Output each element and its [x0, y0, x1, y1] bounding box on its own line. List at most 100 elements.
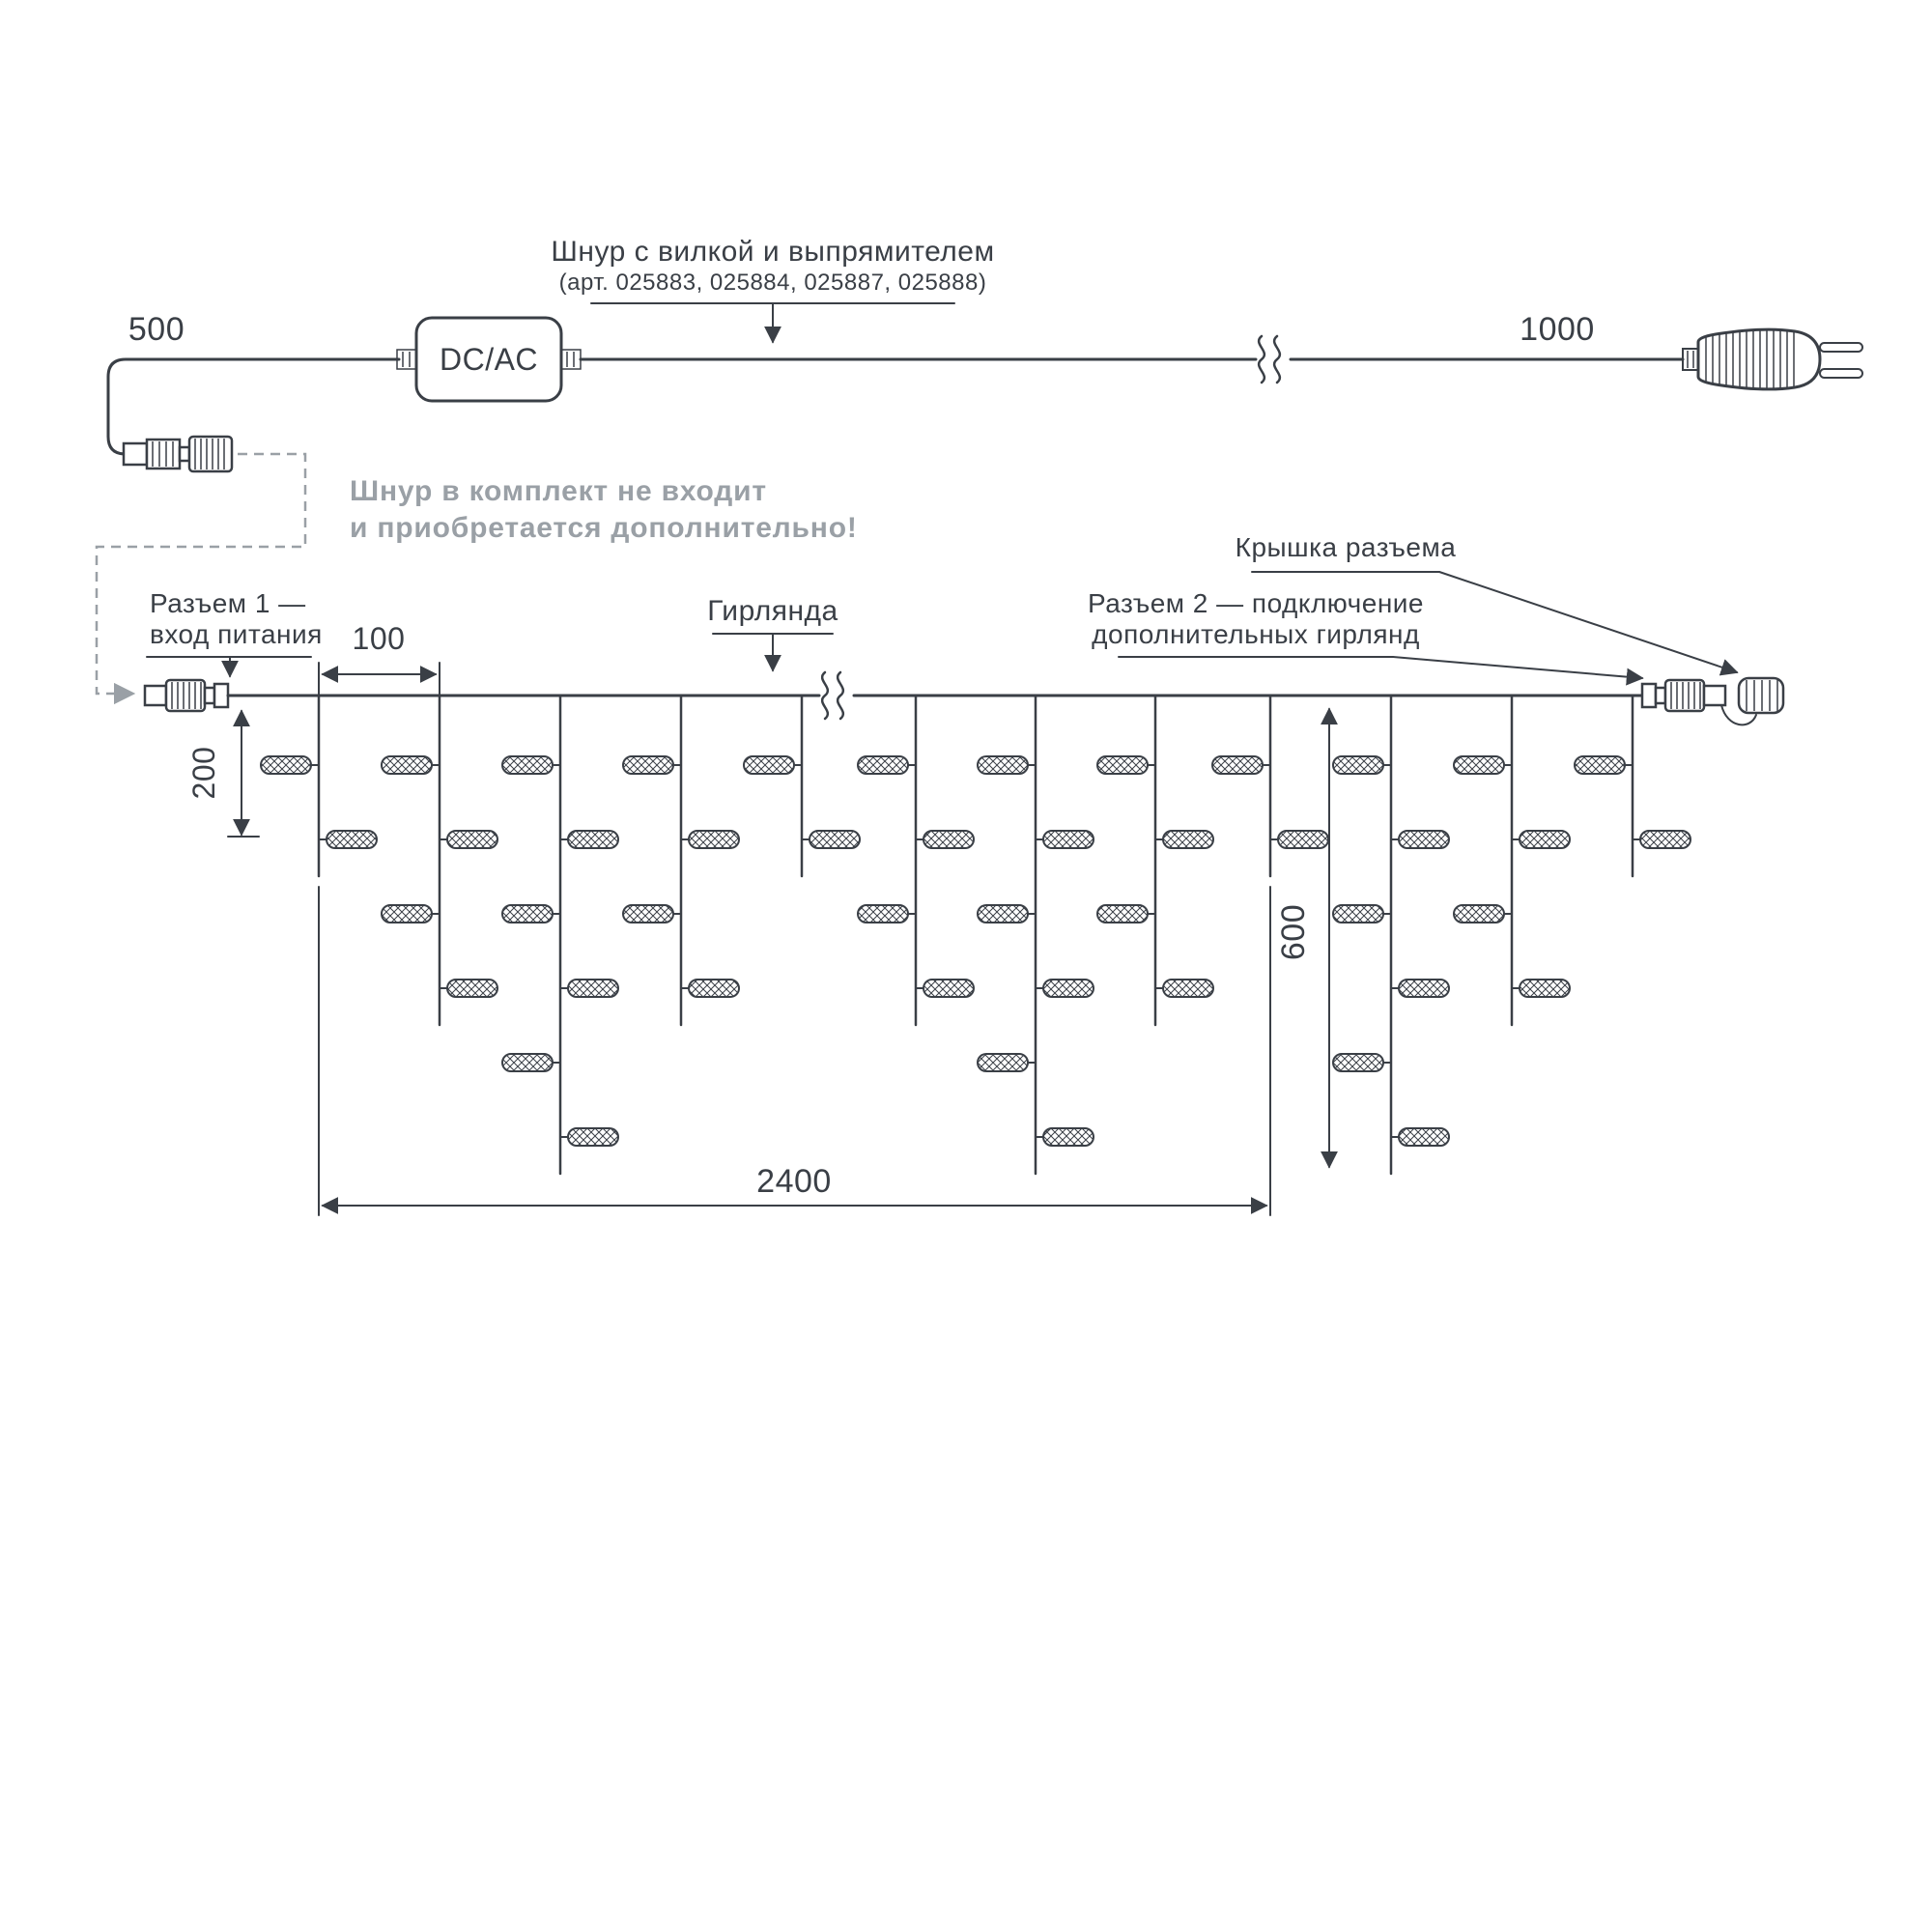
connector1-callout: Разъем 1 — вход питания: [146, 588, 322, 678]
connector-segment: [1702, 684, 1727, 707]
led-bulb: [1277, 830, 1329, 849]
led-bulb: [446, 830, 498, 849]
led-bulb: [622, 755, 674, 775]
connector-segment: [213, 682, 230, 709]
dimension-2400: 2400: [318, 886, 1271, 1216]
led-bulb: [809, 830, 861, 849]
led-bulb: [977, 1053, 1029, 1072]
connector-neck: [203, 686, 216, 705]
dimension-200: 200: [186, 709, 260, 838]
note-line1: Шнур в комплект не входит: [350, 475, 767, 507]
led-bulb: [857, 904, 909, 923]
led-bulb: [260, 755, 312, 775]
power-cord-left-wire: [106, 357, 401, 456]
led-bulb: [1574, 755, 1626, 775]
dimension-500-label: 500: [128, 311, 185, 348]
led-bulb: [567, 1127, 619, 1147]
led-bulb: [857, 755, 909, 775]
led-bulb: [381, 755, 433, 775]
connector2-label-line1: Разъем 2 — подключение: [1088, 588, 1424, 618]
cap-strap: [1720, 704, 1757, 726]
plug-body-hatch: [1705, 329, 1795, 389]
note-line2: и приобретается дополнительно!: [350, 512, 858, 544]
led-bulb: [1162, 830, 1214, 849]
cap-ribs: [1746, 680, 1778, 711]
led-bulb: [1398, 1127, 1450, 1147]
led-bulb: [381, 904, 433, 923]
converter-right-nub: [560, 349, 582, 370]
led-bulb: [1042, 830, 1094, 849]
connector2-arrow: [1392, 656, 1644, 686]
led-bulb: [1042, 1127, 1094, 1147]
dcac-converter: DC/AC: [396, 316, 582, 403]
cord-break-mark: [1272, 334, 1282, 384]
converter-left-nub-ribs: [402, 352, 411, 367]
cord-callout: Шнур с вилкой и выпрямителем (арт. 02588…: [551, 236, 994, 344]
led-bulb: [977, 904, 1029, 923]
garland-label: Гирлянда: [707, 595, 838, 627]
led-bulb: [1453, 904, 1505, 923]
led-bulb: [688, 979, 740, 998]
power-cord-section: 500 DC/AC 1000 Ш: [95, 236, 1863, 705]
dimension-100-label: 100: [353, 621, 406, 656]
plug-body: [1696, 327, 1822, 391]
led-bulb: [688, 830, 740, 849]
dimension-2400-label: 2400: [756, 1163, 832, 1200]
connector-knurl-ribs: [1670, 682, 1701, 709]
led-bulb: [501, 1053, 554, 1072]
plug-prong-bottom: [1819, 368, 1863, 379]
led-bulb: [1398, 979, 1450, 998]
led-bulb: [923, 979, 975, 998]
led-bulb: [501, 904, 554, 923]
connector-neck: [178, 445, 191, 463]
cap-label: Крышка разъема: [1236, 532, 1457, 562]
cap-arrow: [1438, 571, 1739, 676]
led-bulb: [1211, 755, 1264, 775]
connector-knurled-nut: [187, 435, 234, 473]
garland-connector-1: [143, 678, 230, 713]
led-bulb: [326, 830, 378, 849]
garland-callout: Гирлянда: [707, 595, 838, 672]
dimension-1000-label: 1000: [1520, 311, 1595, 348]
led-bulb: [1332, 755, 1384, 775]
dimension-600-label: 600: [1275, 904, 1312, 960]
connector-segment: [122, 441, 149, 467]
dimension-600: 600: [1275, 707, 1338, 1169]
led-bulb: [1398, 830, 1450, 849]
cap-callout: Крышка разъема: [1236, 532, 1739, 676]
connector-segment: [145, 438, 182, 470]
led-bulb: [446, 979, 498, 998]
garland-break-mark: [836, 670, 845, 721]
led-bulb: [1519, 979, 1571, 998]
connector-knurl-ribs: [171, 682, 202, 709]
converter-label: DC/AC: [440, 342, 538, 377]
cord-label-line1: Шнур с вилкой и выпрямителем: [551, 236, 994, 268]
led-bulb: [1162, 979, 1214, 998]
power-plug: [1682, 327, 1863, 391]
plug-stub: [1682, 348, 1699, 371]
led-bulb: [1096, 904, 1149, 923]
plug-prong-top: [1819, 342, 1863, 353]
connector-ribs: [152, 441, 174, 467]
led-bulb: [1096, 755, 1149, 775]
garland-section: Разъем 1 — вход питания Гирлянда Разъем …: [143, 532, 1785, 1216]
cord-socket-connector: [122, 435, 234, 473]
led-bulb: [743, 755, 795, 775]
led-bulb: [1453, 755, 1505, 775]
led-bulb: [1519, 830, 1571, 849]
led-bulb: [1332, 904, 1384, 923]
garland-break-mark: [820, 670, 830, 721]
connector2-callout: Разъем 2 — подключение дополнительных ги…: [1088, 588, 1644, 686]
connector2-label-line2: дополнительных гирлянд: [1092, 619, 1420, 649]
plug-stub-ribs: [1687, 351, 1694, 368]
connector-segment: [1640, 682, 1658, 709]
led-bulb: [567, 979, 619, 998]
cord-break-mark: [1257, 334, 1266, 384]
led-bulb: [501, 755, 554, 775]
spare-cord-dashed-path: [95, 452, 307, 705]
connector-segment: [143, 684, 168, 707]
led-bulb: [1639, 830, 1691, 849]
converter-right-nub-ribs: [566, 352, 575, 367]
led-bulb: [622, 904, 674, 923]
